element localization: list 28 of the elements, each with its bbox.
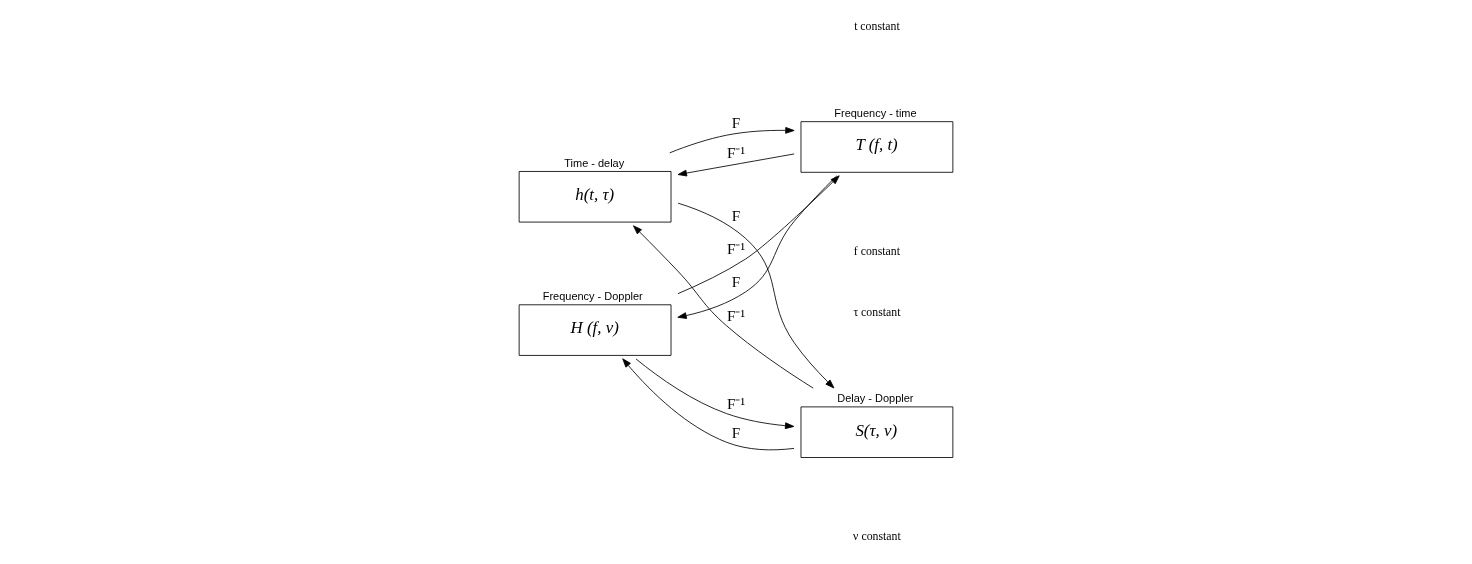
arrow <box>677 175 838 319</box>
edge-label: F⁻¹ <box>727 240 745 258</box>
node-label: Frequency - time <box>834 106 917 119</box>
label: ν constant <box>853 528 901 543</box>
node-label: Frequency - Doppler <box>542 290 643 303</box>
arrow <box>633 225 814 389</box>
edge-label: F <box>731 206 741 224</box>
node-box: h(t, τ) <box>518 171 672 223</box>
label: f constant <box>853 243 901 258</box>
edge-label: F⁻¹ <box>727 144 745 162</box>
label: τ constant <box>853 304 901 319</box>
node-box: S(τ, ν) <box>800 406 954 458</box>
label: t constant <box>854 19 900 34</box>
arrow <box>622 358 795 451</box>
edge-label: F <box>731 273 741 291</box>
arrow <box>669 127 795 154</box>
arrow <box>677 153 795 177</box>
node-label: Delay - Doppler <box>837 392 914 405</box>
node-box: H (f, ν) <box>518 304 672 356</box>
edge-label: F <box>731 423 741 441</box>
arrow <box>677 202 835 389</box>
edge-label: F <box>731 113 741 131</box>
node-box: T (f, t) <box>800 121 954 173</box>
arrow <box>677 175 840 295</box>
node-label: Time - delay <box>564 156 625 169</box>
arrow <box>635 358 795 430</box>
edge-label: F⁻¹ <box>727 307 745 325</box>
edge-label: F⁻¹ <box>727 394 745 412</box>
